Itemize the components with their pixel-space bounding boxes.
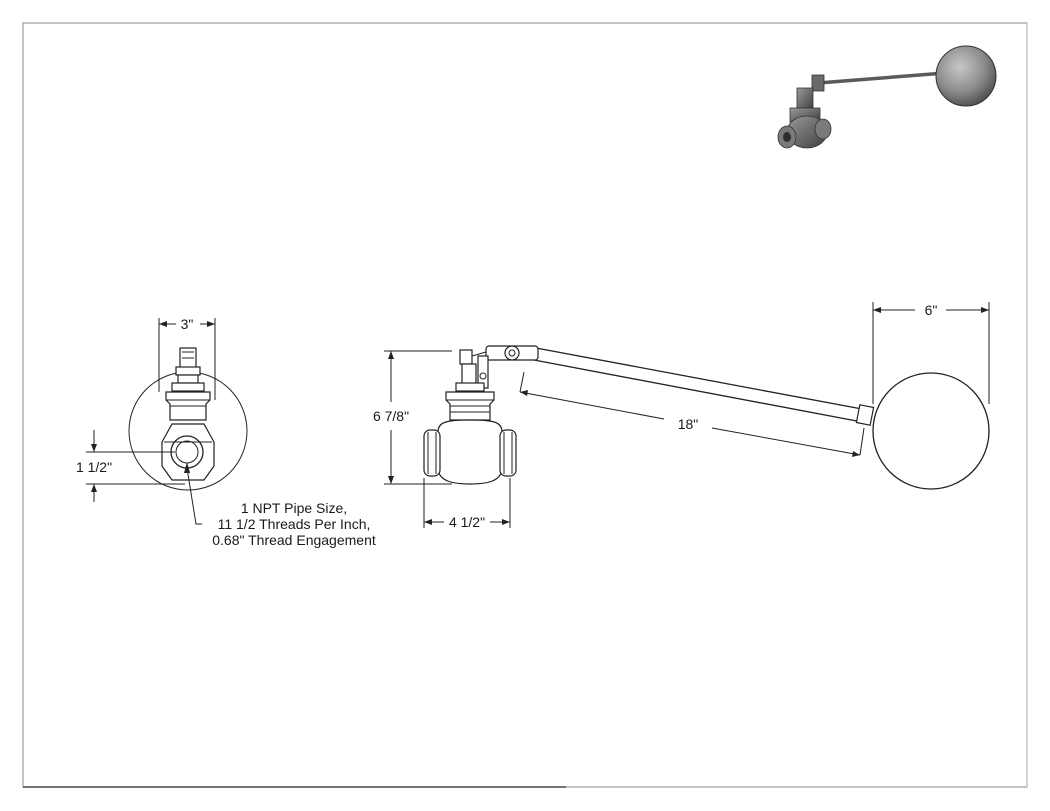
iso-outlet (814, 118, 832, 140)
rod-coupling (855, 404, 875, 426)
body-length-dimension: 4 1/2" (449, 514, 485, 530)
isometric-view (777, 45, 997, 149)
front-view: 6 7/8" 4 1/2" 18" 6" (373, 302, 990, 530)
iso-inlet-bore (783, 132, 791, 142)
side-hex-body (161, 423, 215, 481)
rod-length-dimension: 18" (678, 416, 699, 432)
side-packing-nut (171, 382, 205, 392)
float-ball (872, 372, 990, 490)
side-port-dimension: 1 1/2" (76, 459, 112, 475)
thread-note-line-1: 1 NPT Pipe Size, (241, 500, 347, 516)
note-leader (186, 467, 202, 525)
linkage-block (459, 349, 473, 365)
valve-stem (461, 363, 477, 385)
iso-linkage (811, 74, 825, 92)
valve-body (437, 419, 503, 485)
iso-stem (796, 87, 814, 111)
inlet-end (423, 429, 441, 477)
float-rod-top (535, 347, 863, 410)
thread-note-line-3: 0.68" Thread Engagement (212, 532, 376, 548)
side-width-dimension: 3" (181, 316, 194, 332)
ball-diameter-dimension: 6" (925, 302, 938, 318)
iso-float-rod (817, 71, 946, 85)
packing-nut (455, 382, 485, 392)
overall-height-dimension: 6 7/8" (373, 408, 409, 424)
float-rod-bottom (533, 359, 863, 423)
outlet-end (499, 429, 517, 477)
iso-float-ball (935, 45, 997, 107)
thread-note-line-2: 11 1/2 Threads Per Inch, (218, 516, 371, 532)
side-linkage-pivot (175, 366, 201, 376)
lever-pivot-hex (504, 345, 520, 361)
side-view: 3" 1 1/2" 1 NPT Pipe Size, 11 1/2 Thread… (76, 316, 376, 548)
